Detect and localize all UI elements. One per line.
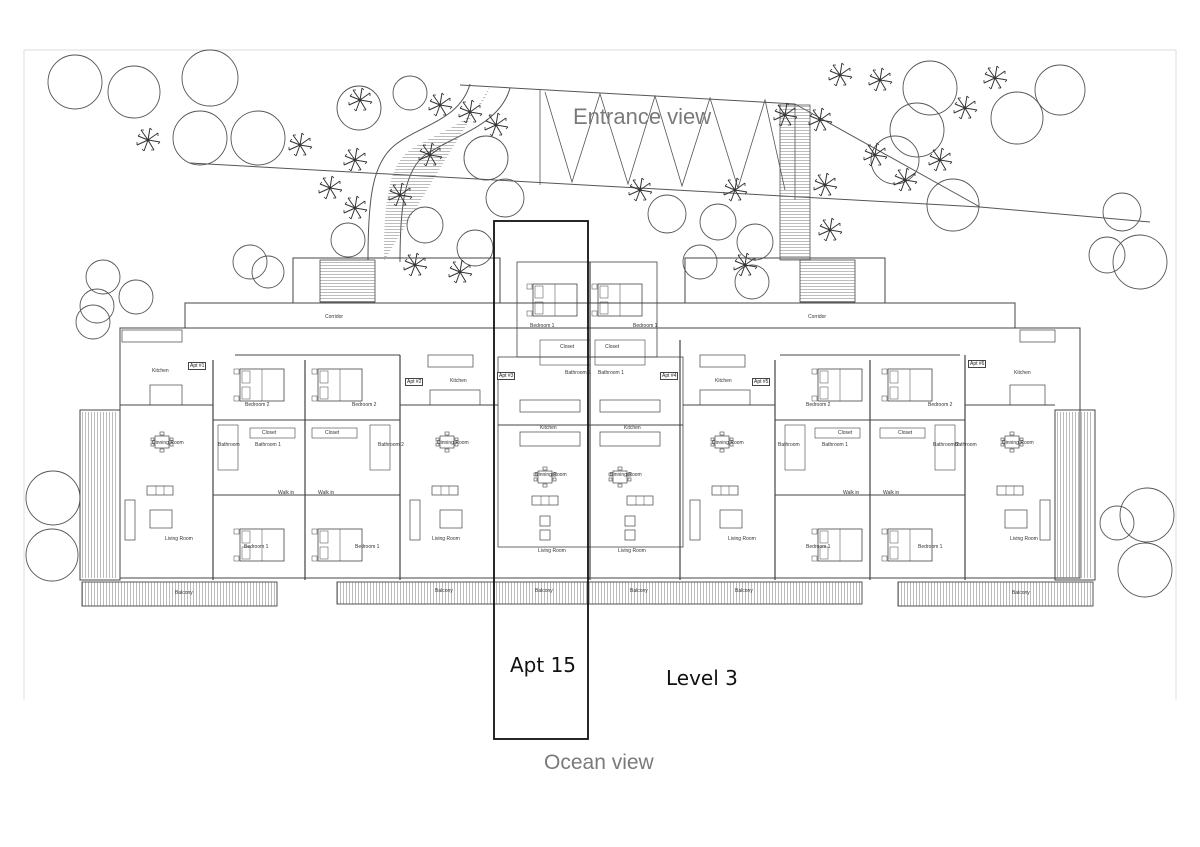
level-label: Level 3 xyxy=(666,666,738,690)
bathroom-label-5: Bathroom xyxy=(778,442,800,448)
bedroom1-label-e: Bedroom 1 xyxy=(806,544,831,550)
closet-label-d: Closet xyxy=(605,344,620,350)
closet-label-e: Closet xyxy=(838,430,853,436)
bedroom1-label-d: Bedroom 1 xyxy=(633,323,658,329)
corridor-label-left: Corridor xyxy=(325,314,344,320)
apt-tag-1: Apt #1 xyxy=(188,362,207,370)
dining-label-5: Dinning Room xyxy=(712,440,744,446)
dining-label-4: Dinning Room xyxy=(610,472,642,478)
bedroom2-label-c: Bedroom 2 xyxy=(806,402,831,408)
balcony-label-4: Balcony xyxy=(630,588,648,594)
living-label-2: Living Room xyxy=(432,536,460,542)
dining-label-2: Dinning Room xyxy=(437,440,469,446)
bathroom-label-1: Bathroom xyxy=(218,442,240,448)
balcony-label-5: Balcony xyxy=(735,588,753,594)
bedroom2-label-d: Bedroom 2 xyxy=(928,402,953,408)
closet-label-a: Closet xyxy=(262,430,277,436)
bedroom1-label-f: Bedroom 1 xyxy=(918,544,943,550)
bedroom2-label-b: Bedroom 2 xyxy=(352,402,377,408)
dining-label-6: Dinning Room xyxy=(1002,440,1034,446)
walkin-label-b: Walk in xyxy=(318,490,335,496)
living-label-6: Living Room xyxy=(1010,536,1038,542)
balcony-label-1: Balcony xyxy=(175,590,193,596)
closet-label-b: Closet xyxy=(325,430,340,436)
dining-label-1: Dinning Room xyxy=(152,440,184,446)
walkin-label-c: Walk in xyxy=(843,490,860,496)
apt-15-label: Apt 15 xyxy=(510,653,577,677)
living-label-1: Living Room xyxy=(165,536,193,542)
bathroom1-label-d: Bathroom 1 xyxy=(598,370,624,376)
bathroom2-label-a: Bathroom 2 xyxy=(378,442,404,448)
bedroom1-label-a: Bedroom 1 xyxy=(244,544,269,550)
kitchen-label-2: Kitchen xyxy=(450,378,467,384)
kitchen-label-1: Kitchen xyxy=(152,368,169,374)
bathroom1-label-e: Bathroom 1 xyxy=(822,442,848,448)
bathroom1-label-c: Bathroom 1 xyxy=(565,370,591,376)
ocean-view-label: Ocean view xyxy=(544,751,654,774)
entrance-view-label: Entrance view xyxy=(573,104,712,129)
apt-tag-5: Apt #5 xyxy=(752,378,771,386)
balcony-label-6: Balcony xyxy=(1012,590,1030,596)
corridor-label-right: Corridor xyxy=(808,314,827,320)
walkin-label-a: Walk in xyxy=(278,490,295,496)
living-label-4: Living Room xyxy=(618,548,646,554)
closet-label-f: Closet xyxy=(898,430,913,436)
closet-label-c: Closet xyxy=(560,344,575,350)
apt-tag-4: Apt #4 xyxy=(660,372,679,380)
bathroom1-label-a: Bathroom 1 xyxy=(255,442,281,448)
living-label-5: Living Room xyxy=(728,536,756,542)
kitchen-label-5: Kitchen xyxy=(715,378,732,384)
kitchen-label-3: Kitchen xyxy=(540,425,557,431)
living-label-3: Living Room xyxy=(538,548,566,554)
bathroom2-label-e: Bathroom 2 xyxy=(933,442,959,448)
balcony-label-3: Balcony xyxy=(535,588,553,594)
bedroom1-label-c: Bedroom 1 xyxy=(530,323,555,329)
apt-tag-2: Apt #2 xyxy=(405,378,424,386)
bedroom1-label-b: Bedroom 1 xyxy=(355,544,380,550)
kitchen-label-4: Kitchen xyxy=(624,425,641,431)
dining-label-3: Dinning Room xyxy=(535,472,567,478)
apt-tag-3: Apt #3 xyxy=(497,372,516,380)
walkin-label-d: Walk in xyxy=(883,490,900,496)
bathroom-label-6: Bathroom xyxy=(955,442,977,448)
apt-tag-6: Apt #6 xyxy=(968,360,987,368)
kitchen-label-6: Kitchen xyxy=(1014,370,1031,376)
balcony-label-2: Balcony xyxy=(435,588,453,594)
bedroom2-label-a: Bedroom 2 xyxy=(245,402,270,408)
